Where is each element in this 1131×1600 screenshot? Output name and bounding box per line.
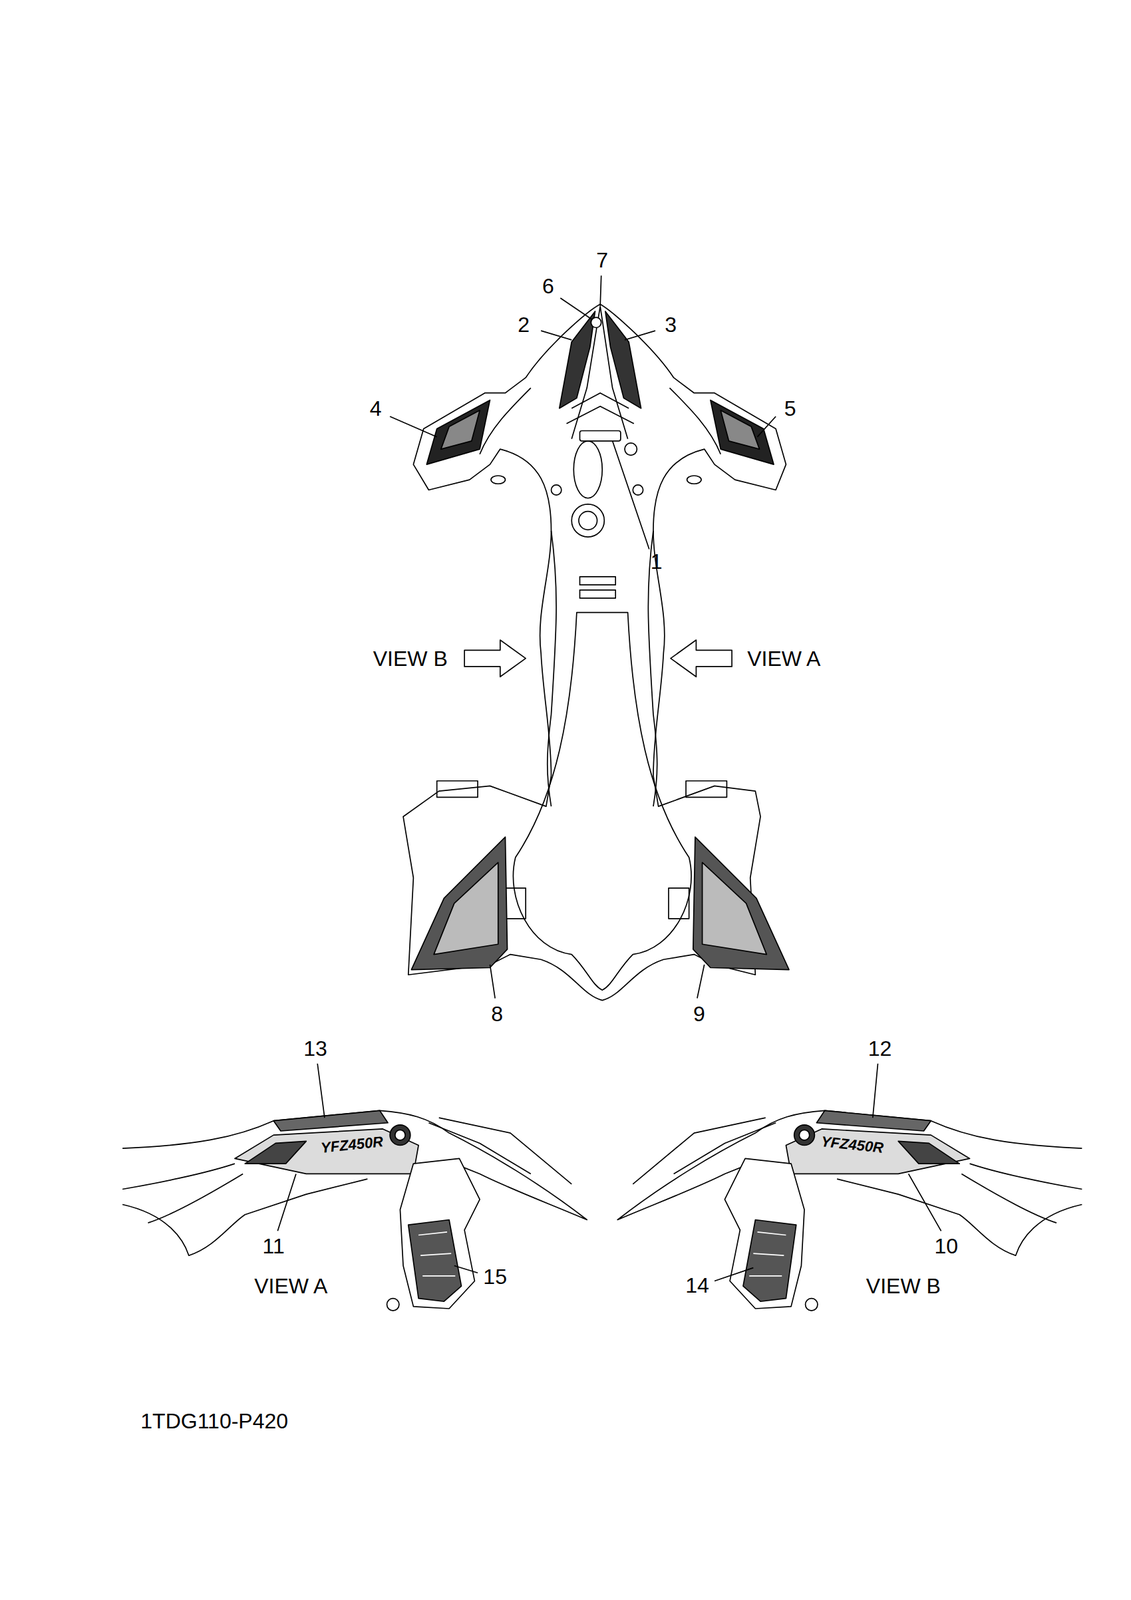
callout-number: 7	[596, 249, 609, 271]
decal	[426, 399, 490, 465]
body-outline	[403, 304, 786, 1000]
callout-number: 10	[934, 1235, 959, 1257]
side-view	[617, 1110, 1082, 1311]
body-line	[547, 530, 658, 807]
seat-outline	[512, 612, 692, 991]
decal	[579, 590, 616, 599]
decal	[693, 836, 790, 970]
fuel-cap	[578, 511, 598, 531]
drawing-code: 1TDG110-P420	[140, 1410, 289, 1432]
decal	[504, 888, 526, 919]
decal	[710, 399, 774, 465]
knob	[687, 475, 702, 484]
knob	[490, 475, 505, 484]
drawing	[122, 275, 1082, 1311]
decal	[668, 888, 690, 919]
callout-number: 12	[868, 1037, 893, 1060]
bolt	[624, 443, 637, 456]
view-label: VIEW B	[373, 647, 448, 670]
view-arrow	[464, 640, 526, 677]
view-label: VIEW A	[254, 1275, 328, 1297]
callout-number: 2	[517, 314, 530, 336]
callout-number: 14	[685, 1274, 710, 1296]
decal	[579, 430, 621, 441]
decal	[579, 576, 616, 585]
decal	[441, 410, 480, 450]
decal	[433, 862, 499, 955]
callout-number: 9	[693, 1003, 706, 1025]
decal-text: YFZ450R	[820, 1134, 885, 1157]
fender-line	[479, 387, 721, 455]
decal	[559, 311, 596, 409]
chevron	[566, 406, 635, 424]
callout-number: 15	[483, 1266, 507, 1288]
bolt	[551, 484, 562, 495]
view-label: VIEW B	[866, 1275, 941, 1297]
leader-line	[277, 275, 941, 1281]
callout-number: 13	[303, 1037, 328, 1060]
decal	[411, 836, 507, 970]
callout-number: 5	[784, 397, 797, 420]
callout-number: 3	[664, 314, 677, 336]
decal	[437, 781, 478, 798]
callout-number: 4	[369, 397, 382, 420]
view-arrow	[670, 640, 732, 677]
callout-number: 1	[650, 550, 663, 573]
emblem	[590, 317, 601, 328]
decal	[720, 410, 760, 450]
decal	[605, 311, 642, 409]
side-view	[122, 1110, 587, 1311]
decal-text: YFZ450R	[320, 1134, 384, 1157]
callout-number: 8	[490, 1003, 503, 1025]
decal	[702, 862, 768, 955]
decal	[685, 781, 727, 798]
slot	[573, 441, 603, 499]
callout-number: 11	[262, 1235, 285, 1257]
callout-number: 6	[542, 275, 555, 297]
view-label: VIEW A	[747, 647, 821, 670]
fuel-cap	[571, 504, 605, 537]
bolt	[632, 484, 643, 495]
